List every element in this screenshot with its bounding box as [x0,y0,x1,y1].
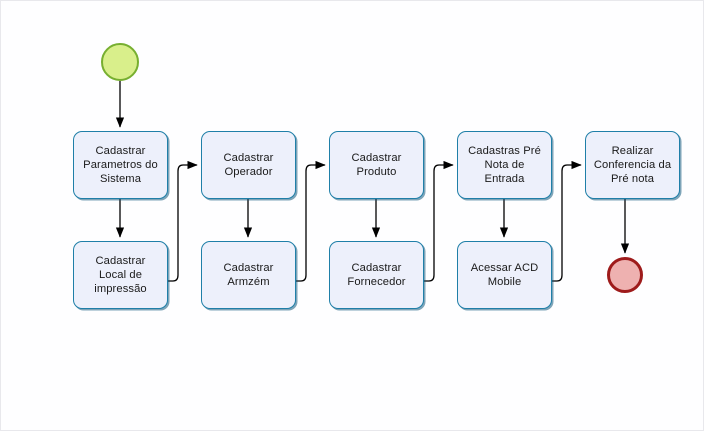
task-acessar-acd-mobile[interactable]: Acessar ACD Mobile [457,241,552,309]
connector-t6-to-t7 [424,160,454,282]
task-cadastrar-local-de-impressao[interactable]: Cadastrar Local de impressão [73,241,168,309]
task-realizar-conferencia-da-pre-nota[interactable]: Realizar Conferencia da Pré nota [585,131,680,199]
task-cadastrar-fornecedor[interactable]: Cadastrar Fornecedor [329,241,424,309]
task-cadastrar-parametros-do-sistema[interactable]: Cadastrar Parametros do Sistema [73,131,168,199]
task-cadastrar-operador[interactable]: Cadastrar Operador [201,131,296,199]
connector-t4-to-t5 [296,160,326,282]
task-cadastrar-armzem[interactable]: Cadastrar Armzém [201,241,296,309]
connector-t2-to-t3 [168,160,198,282]
end-event[interactable] [607,257,643,293]
connector-t8-to-t9 [552,160,582,282]
task-cadastras-pre-nota-de-entrada[interactable]: Cadastras Pré Nota de Entrada [457,131,552,199]
task-cadastrar-produto[interactable]: Cadastrar Produto [329,131,424,199]
start-event[interactable] [101,43,139,81]
